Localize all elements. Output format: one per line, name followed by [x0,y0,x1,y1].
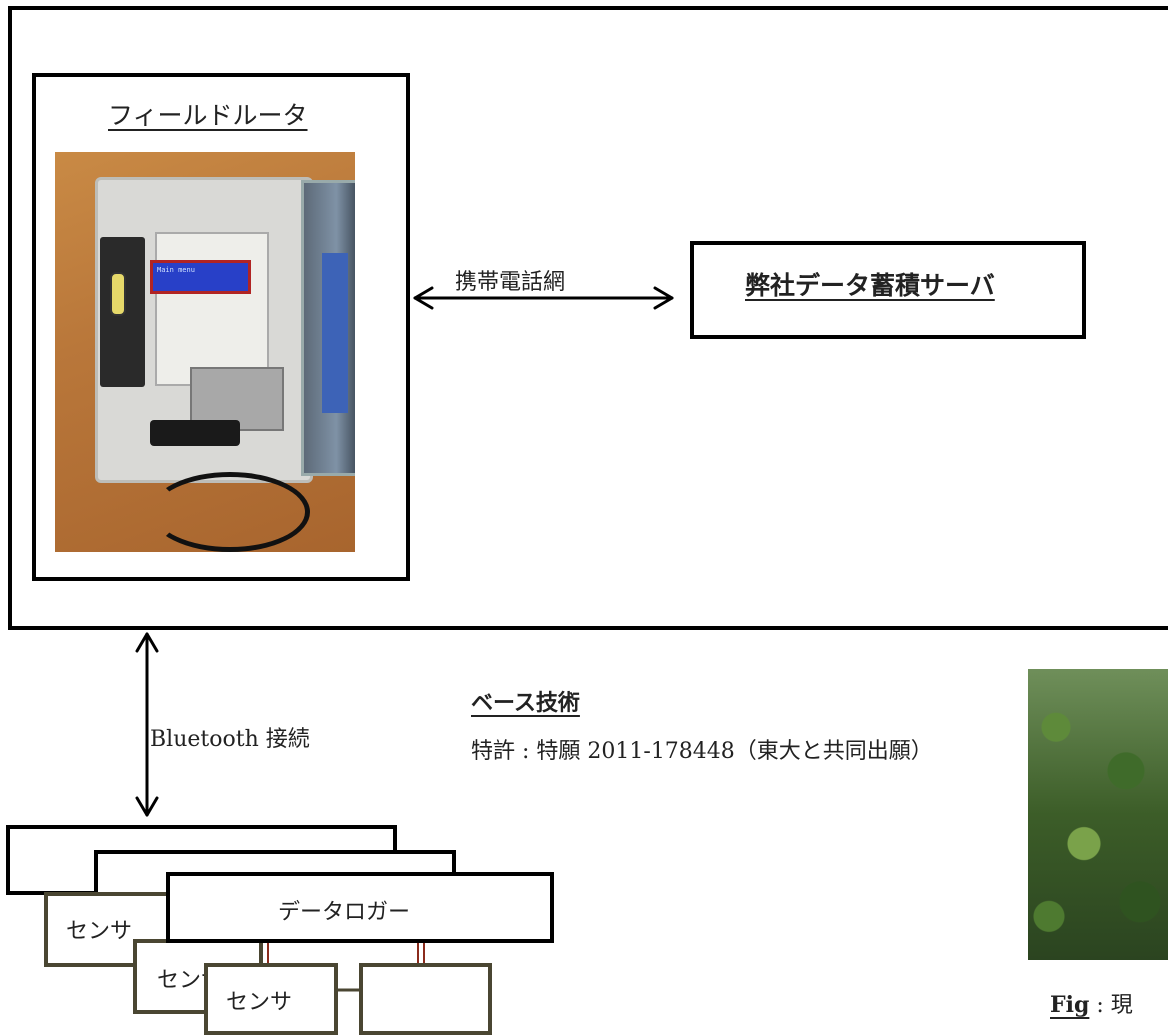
figure-caption: Fig : 現 [1050,987,1133,1019]
data-server-box [690,241,1086,339]
data-logger-label: データロガー [278,900,411,925]
figure-prefix: Fig [1050,992,1090,1018]
field-photo [1028,669,1168,960]
fuse [110,272,126,316]
mobile-network-label: 携帯電話網 [455,270,566,295]
bluetooth-label: Bluetooth 接続 [150,727,310,752]
field-router-photo: Main menu [55,152,355,552]
data-logger-box [166,872,554,943]
sensor-label-3: センサ [226,990,293,1015]
mobile-router [150,420,240,446]
patent-text: 特許 : 特願 2011-178448（東大と共同出願） [471,739,933,764]
controller-module [155,232,269,386]
sensor-box-4 [359,963,492,1035]
sensor-box-3 [204,963,338,1035]
data-server-label: 弊社データ蓄積サーバ [745,271,995,300]
field-router-title: フィールドルータ [108,101,308,130]
lcd-display: Main menu [150,260,251,294]
router-lid [301,180,355,476]
arrow-head-down [135,796,159,817]
arrow-head-left [413,286,434,310]
sensor-label-1: センサ [66,919,133,944]
figure-caption-text: : 現 [1089,993,1133,1018]
base-tech-title: ベース技術 [471,690,580,716]
arrow-head-up [135,632,159,653]
arrow-head-right [653,286,674,310]
cable [150,472,310,552]
